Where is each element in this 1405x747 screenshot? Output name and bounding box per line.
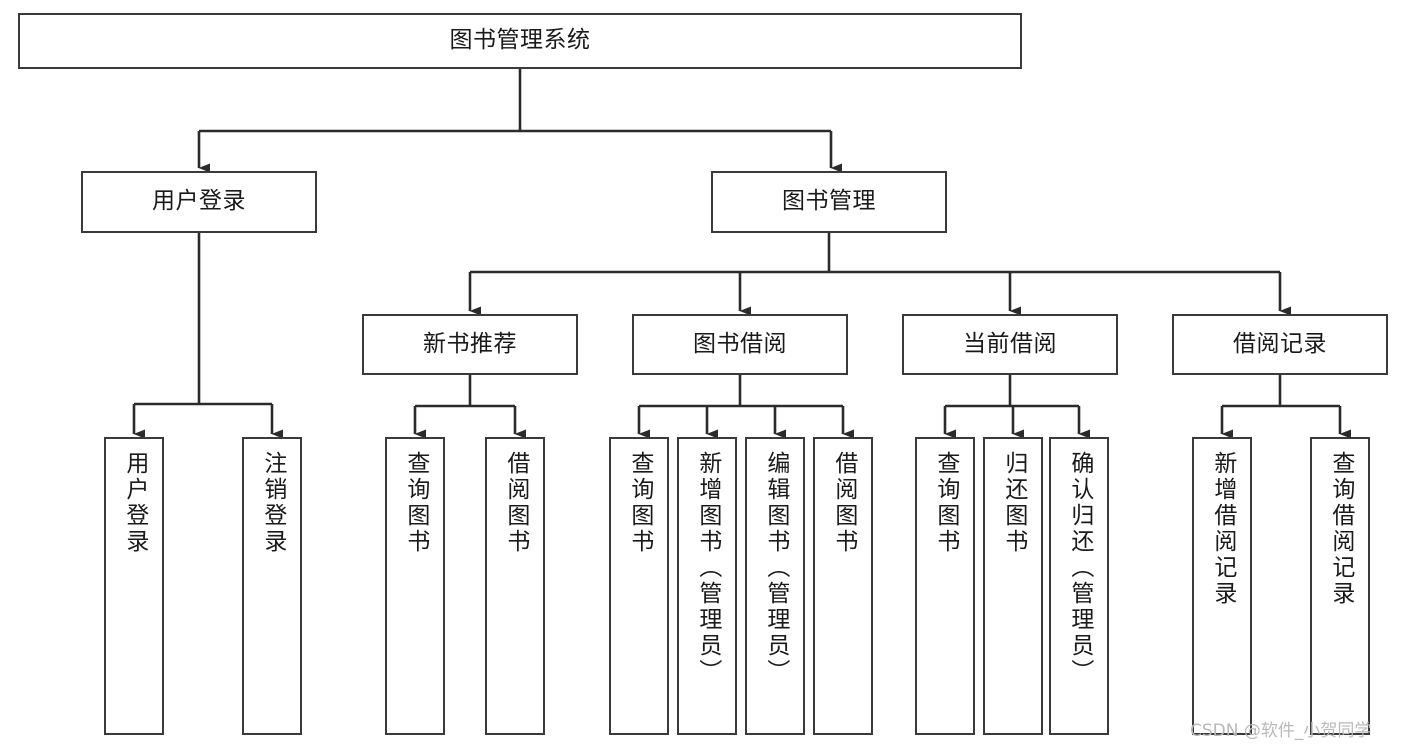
node-root[interactable]: 图书管理系统 [18, 13, 1022, 69]
leaf-query-record-label: 查询借阅记录 [1327, 451, 1354, 607]
leaf-return-book-label: 归还图书 [1000, 451, 1027, 555]
leaf-edit-book-label: 编辑图书（管理员） [762, 451, 789, 685]
leaf-query-book-3[interactable]: 查询图书 [915, 437, 975, 735]
leaf-query-record[interactable]: 查询借阅记录 [1310, 437, 1370, 735]
node-borrow-records[interactable]: 借阅记录 [1172, 314, 1388, 375]
leaf-logout[interactable]: 注销登录 [242, 437, 302, 735]
node-user-login-label: 用户登录 [152, 188, 246, 215]
leaf-return-book[interactable]: 归还图书 [983, 437, 1043, 735]
leaf-borrow-book-2-label: 借阅图书 [830, 451, 857, 555]
leaf-query-book-3-label: 查询图书 [932, 451, 959, 555]
leaf-logout-label: 注销登录 [259, 451, 286, 555]
leaf-query-book-2-label: 查询图书 [626, 451, 653, 555]
leaf-confirm-return[interactable]: 确认归还（管理员） [1049, 437, 1109, 735]
leaf-query-book-1[interactable]: 查询图书 [385, 437, 445, 735]
node-book-borrow[interactable]: 图书借阅 [632, 314, 848, 375]
node-new-book-recommend-label: 新书推荐 [423, 330, 517, 357]
leaf-add-book-label: 新增图书（管理员） [694, 451, 721, 685]
leaf-confirm-return-label: 确认归还（管理员） [1066, 451, 1093, 685]
node-book-management[interactable]: 图书管理 [711, 171, 947, 233]
node-book-borrow-label: 图书借阅 [693, 330, 787, 357]
node-new-book-recommend[interactable]: 新书推荐 [362, 314, 578, 375]
leaf-add-record[interactable]: 新增借阅记录 [1192, 437, 1252, 735]
node-root-label: 图书管理系统 [449, 27, 591, 54]
leaf-add-book[interactable]: 新增图书（管理员） [677, 437, 737, 735]
node-current-borrow[interactable]: 当前借阅 [902, 314, 1118, 375]
node-book-management-label: 图书管理 [782, 188, 876, 215]
leaf-add-record-label: 新增借阅记录 [1209, 451, 1236, 607]
leaf-user-login[interactable]: 用户登录 [104, 437, 164, 735]
leaf-query-book-2[interactable]: 查询图书 [609, 437, 669, 735]
leaf-borrow-book-1-label: 借阅图书 [502, 451, 529, 555]
leaf-user-login-label: 用户登录 [121, 451, 148, 555]
node-current-borrow-label: 当前借阅 [963, 330, 1057, 357]
node-user-login[interactable]: 用户登录 [81, 171, 317, 233]
leaf-borrow-book-2[interactable]: 借阅图书 [813, 437, 873, 735]
leaf-edit-book[interactable]: 编辑图书（管理员） [745, 437, 805, 735]
node-borrow-records-label: 借阅记录 [1233, 330, 1327, 357]
leaf-borrow-book-1[interactable]: 借阅图书 [485, 437, 545, 735]
leaf-query-book-1-label: 查询图书 [402, 451, 429, 555]
